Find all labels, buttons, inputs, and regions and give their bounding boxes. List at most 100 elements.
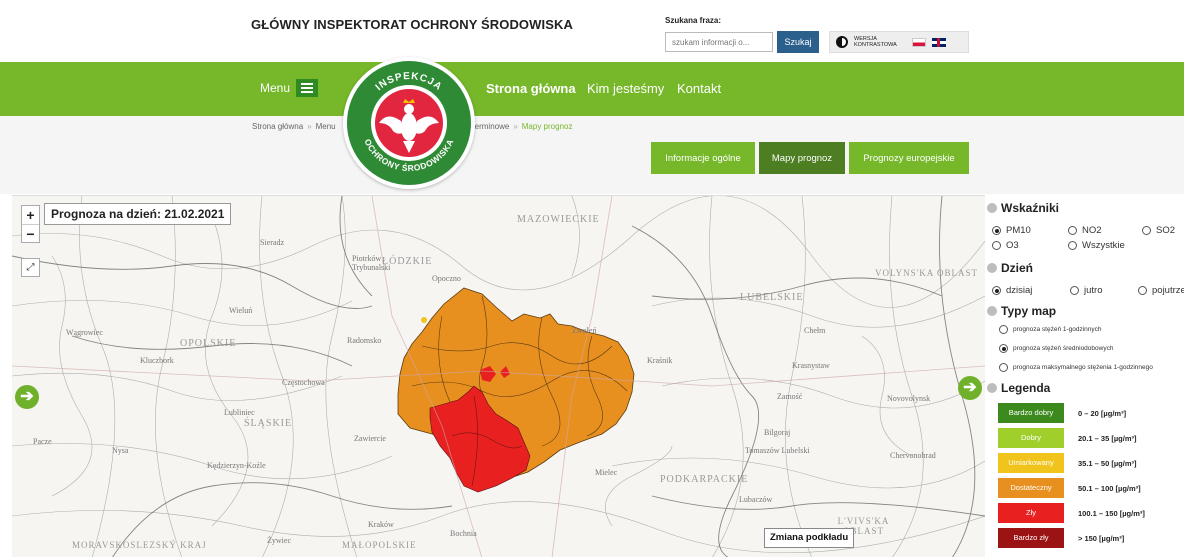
radio-tomorrow[interactable]: jutro — [1070, 285, 1102, 296]
radio-icon — [1068, 226, 1077, 235]
map-label-lvivska: L'VIVS'KA OBLAST — [837, 516, 890, 536]
map-label-opoczno: Opoczno — [432, 274, 461, 283]
basemap-button[interactable]: Zmiana podkładu — [764, 528, 855, 548]
nav-link-about[interactable]: Kim jesteśmy — [587, 81, 665, 96]
forecast-map[interactable]: ŁÓDZKIE LUBELSKIE OPOLSKIE ŚLĄSKIE PODKA… — [12, 195, 985, 557]
tab-european-forecasts[interactable]: Prognozy europejskie — [849, 142, 969, 174]
hamburger-icon — [296, 79, 319, 97]
map-label-lubliniec: Lubliniec — [224, 408, 255, 417]
fullscreen-icon[interactable]: ⤢ — [21, 258, 40, 277]
breadcrumb-bar — [0, 116, 1184, 194]
flag-uk-icon[interactable] — [932, 37, 946, 47]
map-label-radomsko: Radomsko — [347, 336, 382, 345]
radio-all[interactable]: Wszystkie — [1068, 240, 1125, 251]
contrast-icon[interactable] — [836, 36, 848, 48]
radio-day-after[interactable]: pojutrze — [1138, 285, 1184, 296]
collapse-icon — [987, 203, 997, 213]
search-button[interactable]: Szukaj — [777, 31, 819, 53]
radio-so2[interactable]: SO2 — [1142, 225, 1175, 236]
map-label-nysa: Nysa — [112, 446, 129, 455]
map-label-sieradz: Sieradz — [260, 238, 284, 247]
legend-swatch: Umiarkowany — [998, 453, 1064, 473]
flag-pl-icon[interactable] — [912, 37, 926, 47]
map-label-volynska: VOLYNS'KA OBLAST — [875, 268, 978, 278]
accessibility-tools: WERSJA KONTRASTOWA — [829, 31, 969, 53]
map-label-kluczbork: Kluczbork — [140, 356, 174, 365]
legend-range: 100.1 – 150 [µg/m³] — [1078, 508, 1145, 518]
radio-pm10[interactable]: PM10 — [992, 225, 1031, 236]
legend-header[interactable]: Legenda — [987, 381, 1050, 395]
breadcrumb-menu[interactable]: Menu — [315, 122, 336, 131]
map-label-czestochowa: Częstochowa — [282, 378, 325, 387]
map-label-zywiec: Żywiec — [267, 536, 291, 545]
nav-link-contact[interactable]: Kontakt — [677, 81, 722, 96]
radio-icon — [999, 344, 1008, 353]
forecast-date-label: Prognoza na dzień: 21.02.2021 — [44, 203, 232, 225]
radio-icon — [992, 241, 1001, 250]
breadcrumb-home[interactable]: Strona główna — [252, 122, 304, 131]
gios-logo[interactable]: INSPEKCJA OCHRONY ŚRODOWISKA — [343, 57, 475, 189]
radio-max-hourly[interactable]: prognoza maksymalnego stężenia 1-godzinn… — [999, 363, 1153, 372]
radio-icon — [1070, 286, 1079, 295]
legend-row: Bardzo zły > 150 [µg/m³] — [998, 528, 1124, 548]
map-types-header[interactable]: Typy map — [987, 304, 1056, 318]
left-arrow-icon[interactable]: ➔ — [15, 385, 39, 409]
breadcrumb-current: Mapy prognoz — [521, 122, 573, 131]
map-label-zamosc: Zamość — [777, 392, 803, 401]
map-label-bochnia: Bochnia — [450, 529, 477, 538]
site-title[interactable]: GŁÓWNY INSPEKTORAT OCHRONY ŚRODOWISKA — [251, 17, 573, 32]
nav-link-home[interactable]: Strona główna — [486, 81, 576, 96]
zoom-out-button[interactable]: − — [22, 224, 39, 242]
map-label-pacze: Pacze — [33, 437, 52, 446]
map-label-mazowieckie: MAZOWIECKIE — [517, 214, 600, 225]
search-input[interactable] — [665, 32, 773, 52]
radio-no2[interactable]: NO2 — [1068, 225, 1102, 236]
map-label-mielec: Mielec — [595, 468, 618, 477]
map-label-moravskoslezsky: MORAVSKOSLEZSKÝ KRAJ — [72, 540, 207, 550]
map-label-wagrowiec: Wągrowiec — [66, 328, 103, 337]
map-label-opolskie: OPOLSKIE — [180, 338, 237, 349]
right-arrow-icon[interactable]: ➔ — [958, 376, 982, 400]
legend-range: 50.1 – 100 [µg/m³] — [1078, 483, 1141, 493]
contrast-label[interactable]: WERSJA KONTRASTOWA — [854, 36, 897, 48]
legend-swatch: Dobry — [998, 428, 1064, 448]
legend-row: Dostateczny 50.1 – 100 [µg/m³] — [998, 478, 1141, 498]
radio-today[interactable]: dzisiaj — [992, 285, 1032, 296]
tab-forecast-maps[interactable]: Mapy prognoz — [759, 142, 845, 174]
map-label-piotrkow: Piotrków Trybunalski — [352, 254, 391, 272]
map-label-lodzkie: ŁÓDZKIE — [382, 256, 433, 267]
tab-general-info[interactable]: Informacje ogólne — [651, 142, 755, 174]
map-label-chervonohrad: Chervonohrad — [890, 451, 936, 460]
zoom-in-button[interactable]: + — [26, 207, 35, 223]
map-label-novovolynsk: Novovolynsk — [887, 394, 931, 403]
legend-range: 20.1 – 35 [µg/m³] — [1078, 433, 1137, 443]
menu-button[interactable]: Menu — [260, 79, 319, 97]
map-canvas[interactable] — [12, 196, 985, 557]
legend-range: 0 – 20 [µg/m³] — [1078, 408, 1127, 418]
radio-hourly[interactable]: prognoza stężeń 1-godzinnych — [999, 325, 1102, 334]
radio-icon — [999, 325, 1008, 334]
radio-o3[interactable]: O3 — [992, 240, 1019, 251]
legend-range: 35.1 – 50 [µg/m³] — [1078, 458, 1137, 468]
collapse-icon — [987, 383, 997, 393]
radio-icon — [1138, 286, 1147, 295]
collapse-icon — [987, 306, 997, 316]
breadcrumb-short-term[interactable]: krótkoterminowe — [450, 122, 510, 131]
legend-swatch: Zły — [998, 503, 1064, 523]
map-label-wielun: Wieluń — [229, 306, 253, 315]
map-label-tomaszow: Tomaszów Lubelski — [745, 446, 810, 455]
indicators-header[interactable]: Wskaźniki — [987, 201, 1059, 215]
map-label-lubaczow: Lubaczów — [739, 495, 773, 504]
map-label-zawiercie: Zawiercie — [354, 434, 386, 443]
map-label-slaskie: ŚLĄSKIE — [244, 418, 293, 429]
map-label-krakow: Kraków — [368, 520, 394, 529]
zoom-control: + − — [21, 205, 40, 243]
radio-icon — [992, 226, 1001, 235]
radio-daily-average[interactable]: prognoza stężeń średniodobowych — [999, 344, 1113, 353]
radio-icon — [999, 363, 1008, 372]
map-label-lubelskie: LUBELSKIE — [740, 292, 804, 303]
collapse-icon — [987, 263, 997, 273]
day-header[interactable]: Dzień — [987, 261, 1033, 275]
